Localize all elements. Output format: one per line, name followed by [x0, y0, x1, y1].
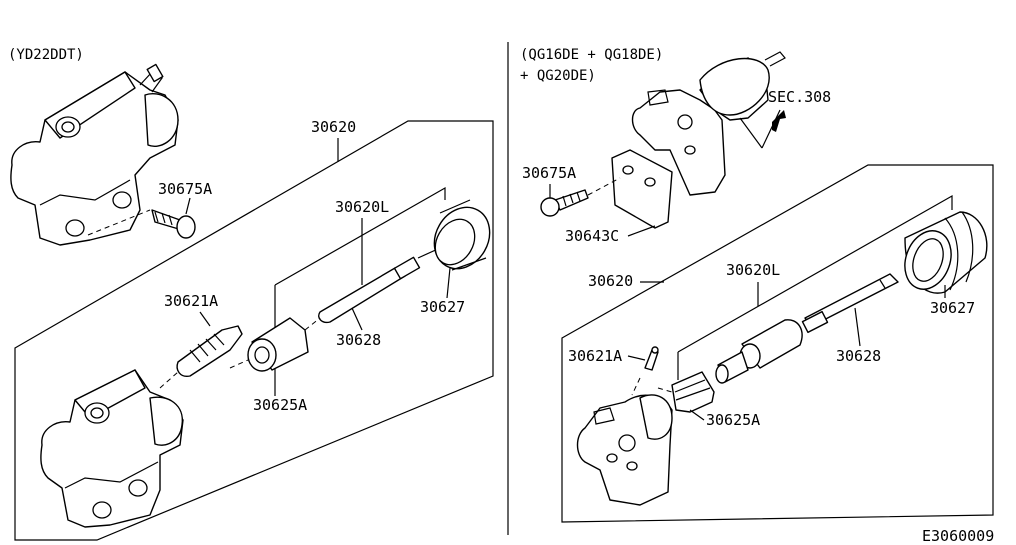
left-label-30620l: 30620L	[335, 198, 389, 216]
right-bracket	[611, 149, 673, 229]
left-engine-heading: (YD22DDT)	[8, 47, 84, 63]
left-piston-kit	[229, 317, 321, 372]
right-assembly-box	[561, 164, 994, 523]
left-bolt-30675a	[87, 197, 196, 239]
left-label-30620: 30620	[311, 118, 356, 136]
left-bleeder-screw	[159, 325, 243, 389]
left-dust-cover	[433, 199, 491, 271]
right-label-30675a: 30675A	[522, 164, 576, 182]
right-label-30643c: 30643C	[565, 227, 619, 245]
left-label-30675a: 30675A	[158, 180, 212, 198]
right-bleeder-screw	[631, 346, 659, 396]
right-engine-heading-line1: (QG16DE + QG18DE)	[520, 47, 663, 63]
left-top-slave-cylinder	[10, 63, 179, 246]
right-label-sec-308: SEC.308	[768, 88, 831, 106]
right-push-rod	[801, 273, 899, 334]
left-label-30628: 30628	[336, 331, 381, 349]
left-assembly-box	[14, 120, 494, 541]
right-label-30627: 30627	[930, 299, 975, 317]
left-bottom-slave-cylinder	[40, 369, 184, 528]
left-piston-sub-box	[274, 186, 446, 286]
right-engine-heading-line2: + QG20DE)	[520, 68, 596, 84]
right-label-30621a: 30621A	[568, 347, 622, 365]
left-label-30625a: 30625A	[253, 396, 307, 414]
left-label-30621a: 30621A	[164, 292, 218, 310]
right-piston-sub-box	[677, 194, 953, 353]
right-dust-cover	[904, 211, 988, 294]
right-label-30620l: 30620L	[726, 261, 780, 279]
right-bolt-30675a	[540, 177, 621, 217]
right-boot	[657, 371, 715, 413]
right-top-slave-cylinder	[631, 51, 786, 196]
section-ref-arrow-icon	[772, 110, 786, 132]
figure-id: E3060009	[922, 527, 994, 545]
right-bottom-slave-cylinder	[576, 394, 673, 506]
left-label-30627: 30627	[420, 298, 465, 316]
right-piston	[715, 319, 803, 384]
right-label-30628: 30628	[836, 347, 881, 365]
right-label-30620: 30620	[588, 272, 633, 290]
right-label-30625a: 30625A	[706, 411, 760, 429]
